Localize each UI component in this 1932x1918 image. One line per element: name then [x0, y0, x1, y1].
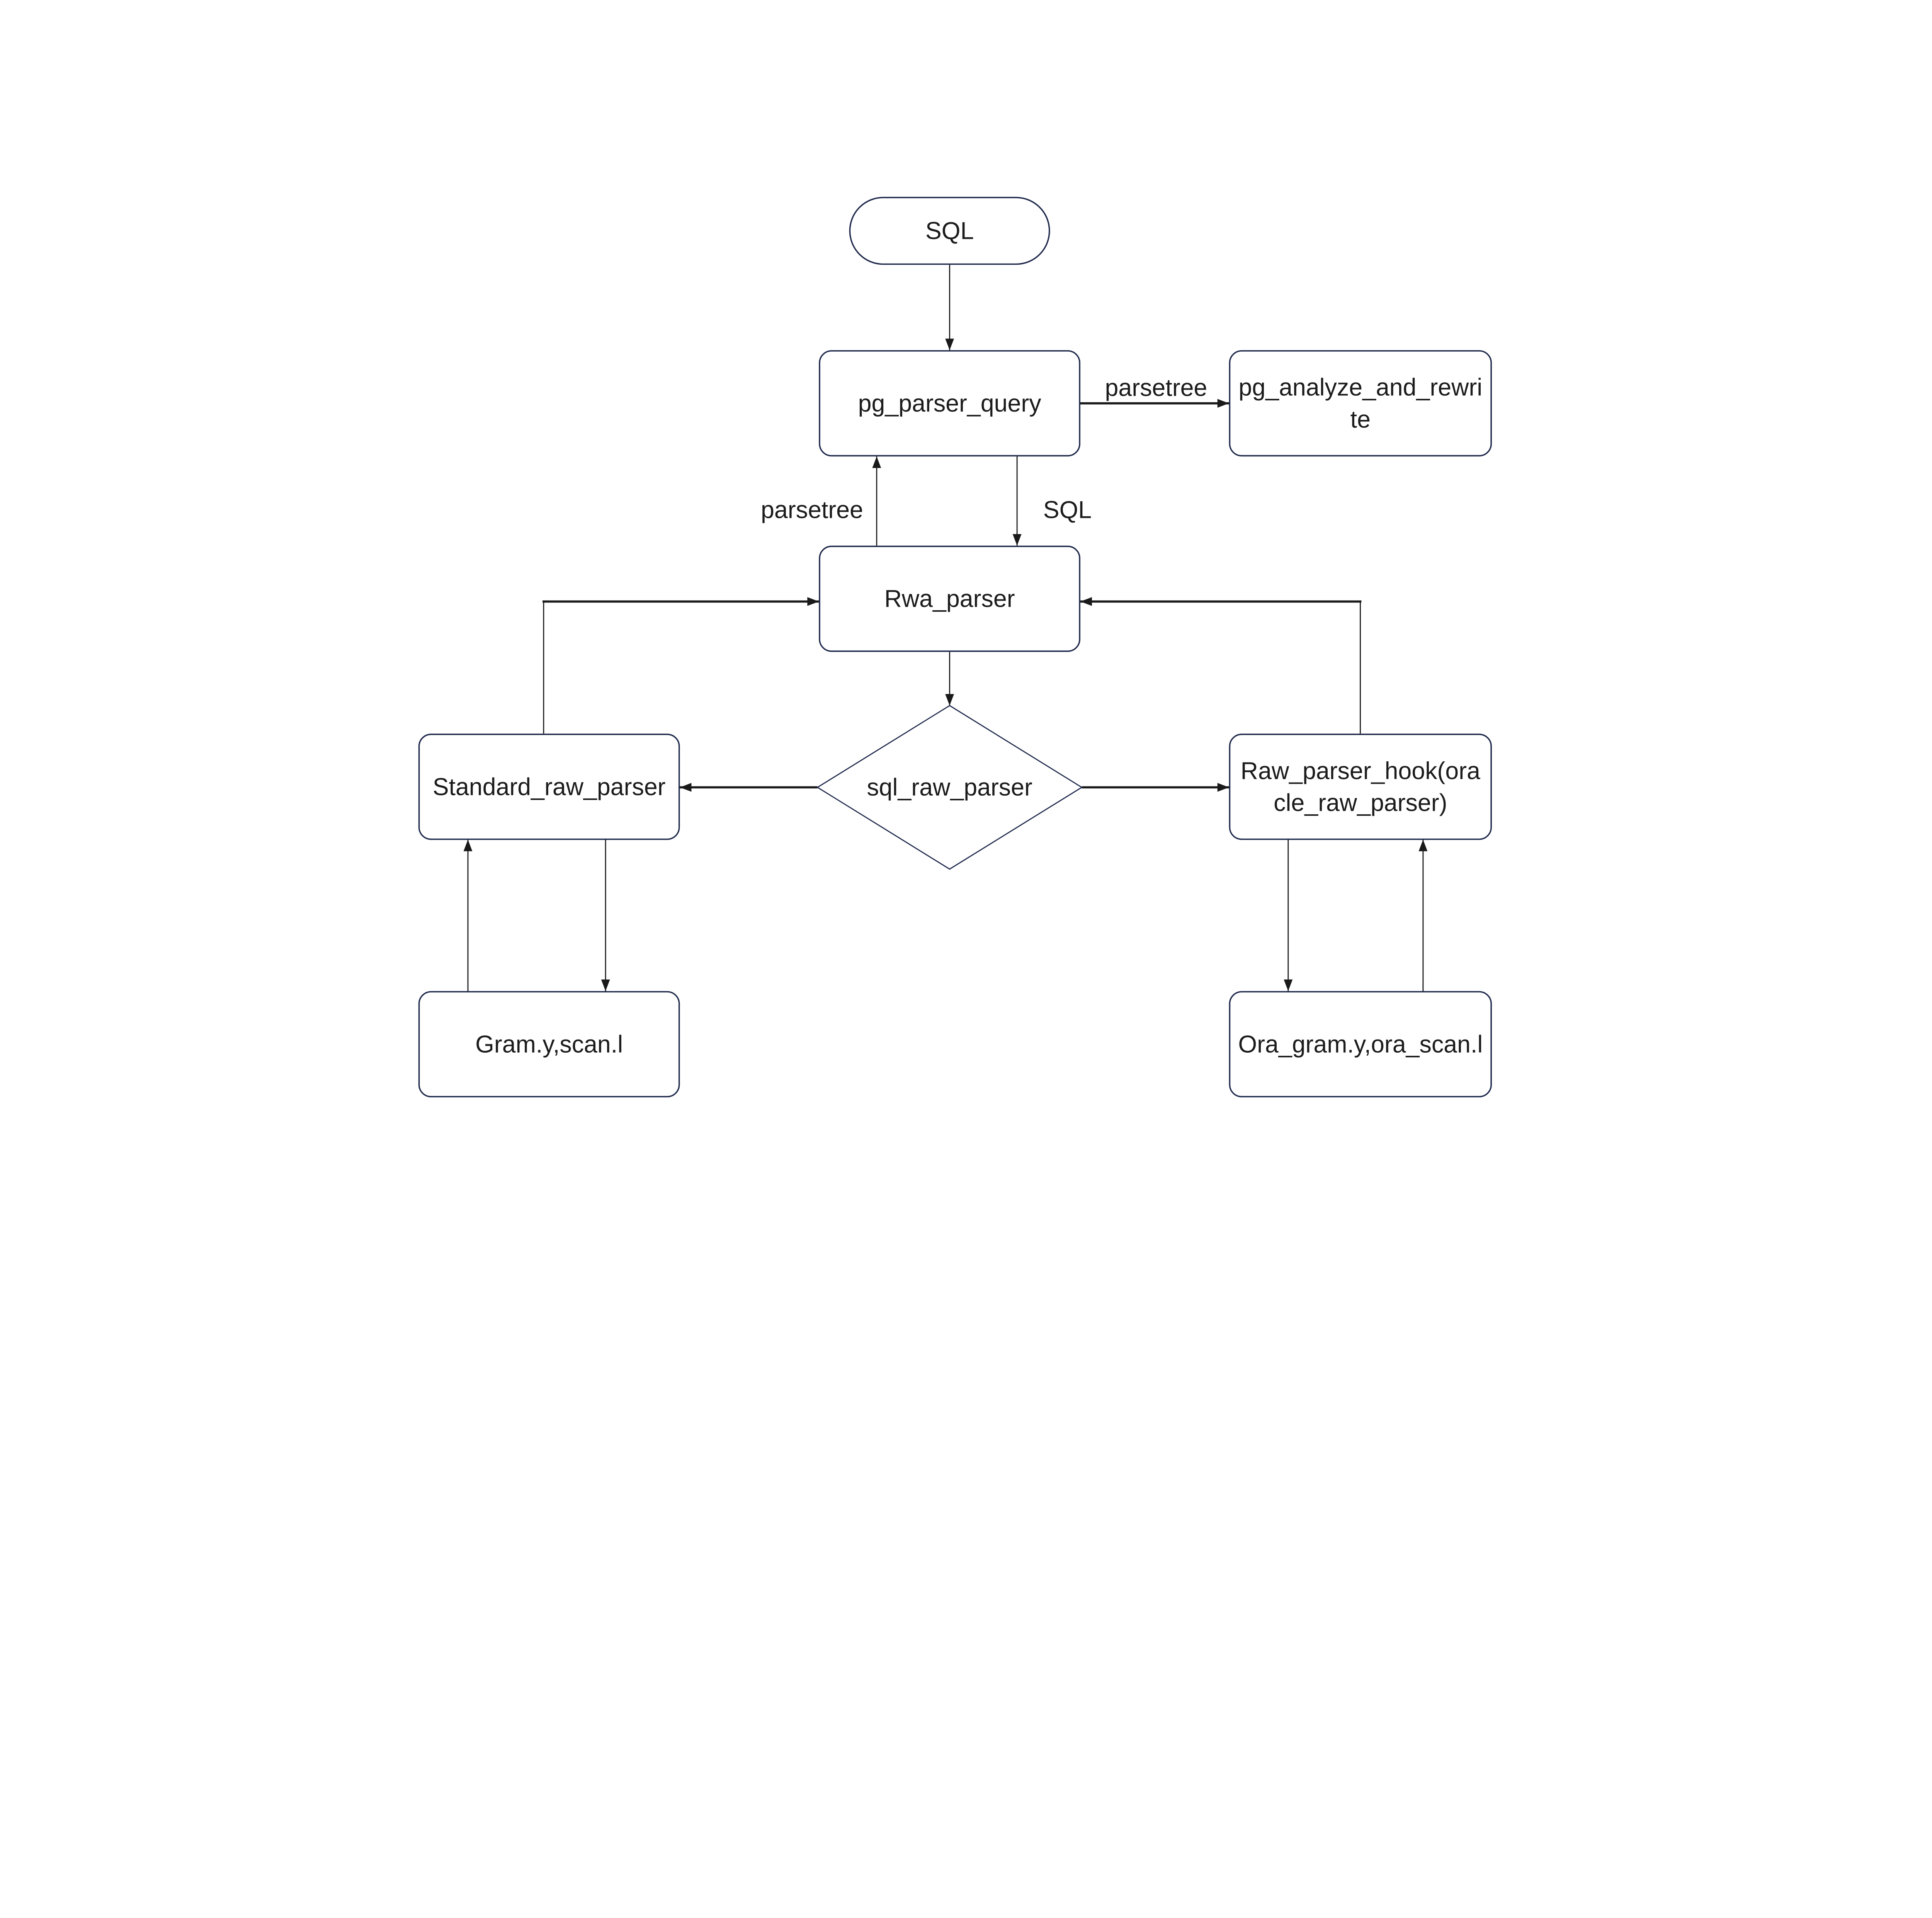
flowchart-canvas: SQL pg_parser_query pg_analyze_and_rewri…	[418, 197, 1492, 1098]
node-standard-raw-parser-label: Standard_raw_parser	[432, 773, 666, 800]
node-standard-raw-parser: Standard_raw_parser	[418, 734, 680, 840]
node-pg-analyze-and-rewrite-label: pg_analyze_and_rewrite	[1238, 373, 1483, 433]
node-sql-raw-parser-shape	[816, 705, 1083, 870]
node-sql-terminator: SQL	[849, 197, 1050, 265]
node-pg-parser-query: pg_parser_query	[819, 350, 1080, 457]
connector-layer	[463, 265, 1428, 991]
node-pg-analyze-and-rewrite: pg_analyze_and_rewrite	[1229, 350, 1492, 457]
node-pg-parser-query-label: pg_parser_query	[858, 389, 1041, 417]
edge-label-parsetree-horizontal: parsetree	[1102, 373, 1209, 402]
node-ora-gram-scan-label: Ora_gram.y,ora_scan.l	[1238, 1030, 1483, 1058]
edge-label-sql-vertical: SQL	[1041, 495, 1094, 524]
node-sql-raw-parser-label: sql_raw_parser	[867, 773, 1032, 801]
node-rwa-parser-label: Rwa_parser	[884, 585, 1015, 613]
node-sql-label: SQL	[925, 217, 974, 245]
node-gram-scan: Gram.y,scan.l	[418, 991, 680, 1098]
node-rwa-parser: Rwa_parser	[819, 545, 1080, 652]
node-gram-scan-label: Gram.y,scan.l	[475, 1030, 623, 1058]
edge-label-parsetree-vertical: parsetree	[759, 495, 866, 524]
node-raw-parser-hook-label: Raw_parser_hook(oracle_raw_parser)	[1240, 757, 1480, 817]
node-raw-parser-hook: Raw_parser_hook(oracle_raw_parser)	[1229, 734, 1492, 840]
node-ora-gram-scan: Ora_gram.y,ora_scan.l	[1229, 991, 1492, 1098]
